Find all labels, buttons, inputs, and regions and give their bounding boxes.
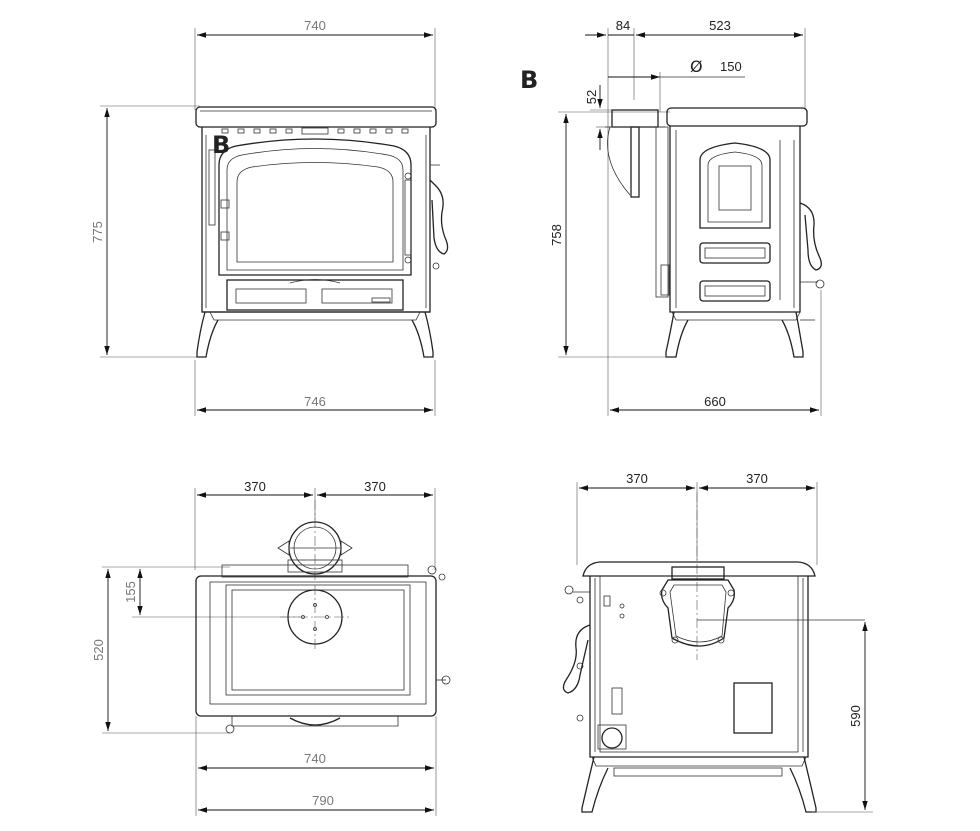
- top-body-width-label: 740: [304, 751, 326, 766]
- top-view: 370 370 155 520: [91, 479, 451, 816]
- top-flue-offset-label: 155: [123, 581, 138, 603]
- side-height-label: 758: [549, 224, 564, 246]
- front-view-label: B: [212, 131, 230, 159]
- rear-right-half-label: 370: [746, 471, 768, 486]
- side-view-label: B: [520, 66, 538, 94]
- flue-diameter-label: 150: [720, 59, 742, 74]
- front-top-width-label: 740: [304, 18, 326, 33]
- flue-diameter-symbol: Ø: [690, 57, 703, 76]
- side-offset-label: 84: [616, 18, 630, 33]
- front-base-width-label: 746: [304, 394, 326, 409]
- rear-view: 370 370: [562, 471, 873, 813]
- top-left-half-label: 370: [244, 479, 266, 494]
- top-depth-label: 520: [91, 639, 106, 661]
- front-view: 740 775 746: [90, 18, 449, 416]
- rear-left-half-label: 370: [626, 471, 648, 486]
- side-collar-label: 52: [584, 90, 599, 104]
- top-right-half-label: 370: [364, 479, 386, 494]
- side-view: 84 523 Ø 150 52 758 660: [520, 18, 825, 416]
- side-depth-label: 523: [709, 18, 731, 33]
- top-overall-width-label: 790: [312, 793, 334, 808]
- side-overall-depth-label: 660: [704, 394, 726, 409]
- front-height-label: 775: [90, 221, 105, 243]
- rear-flue-height-label: 590: [848, 705, 863, 727]
